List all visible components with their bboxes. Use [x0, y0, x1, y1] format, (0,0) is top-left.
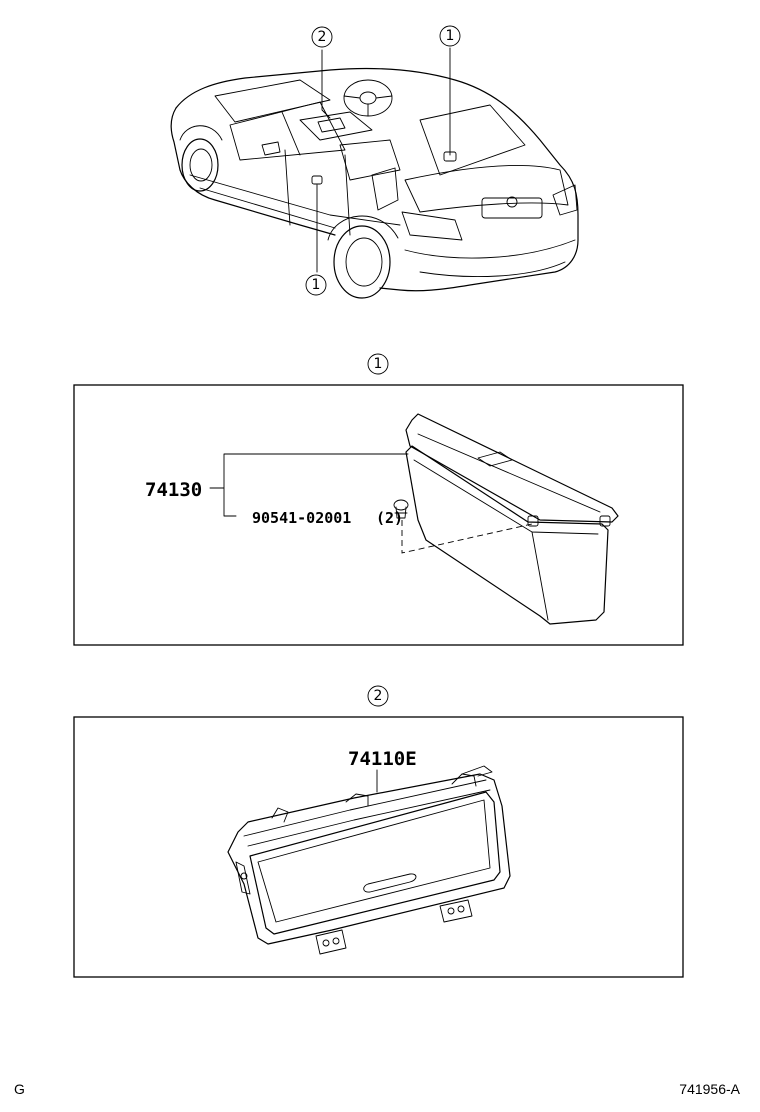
callout-1-bottom [305, 274, 327, 296]
section-2-frame [73, 716, 684, 978]
callout-1-label-bottom: 1 [312, 277, 321, 293]
section-1-frame [73, 384, 684, 646]
glove-box-illustration [393, 413, 619, 625]
section-1-callout [367, 353, 389, 375]
car-overview-illustration: 2 1 1 [170, 25, 579, 299]
callout-2-label: 2 [318, 29, 327, 45]
callout-2-top [311, 26, 333, 48]
part-number-screw: 90541-02001 [252, 509, 351, 527]
section-1: 1 74130 90541-02001 (2) [73, 353, 684, 646]
section-1-callout-label: 1 [374, 356, 383, 372]
part-number-74130: 74130 [145, 479, 202, 501]
section-2-callout [367, 685, 389, 707]
callout-1-label: 1 [446, 28, 455, 44]
section-2-callout-label: 2 [374, 688, 383, 704]
instrument-frame-illustration [227, 765, 511, 955]
footer-left-code: G [14, 1081, 25, 1097]
diagram-id: 741956-A [679, 1081, 740, 1097]
part-number-74110E: 74110E [348, 748, 417, 770]
section-2: 2 74110E [73, 685, 684, 978]
callout-1-top-right [439, 25, 461, 47]
